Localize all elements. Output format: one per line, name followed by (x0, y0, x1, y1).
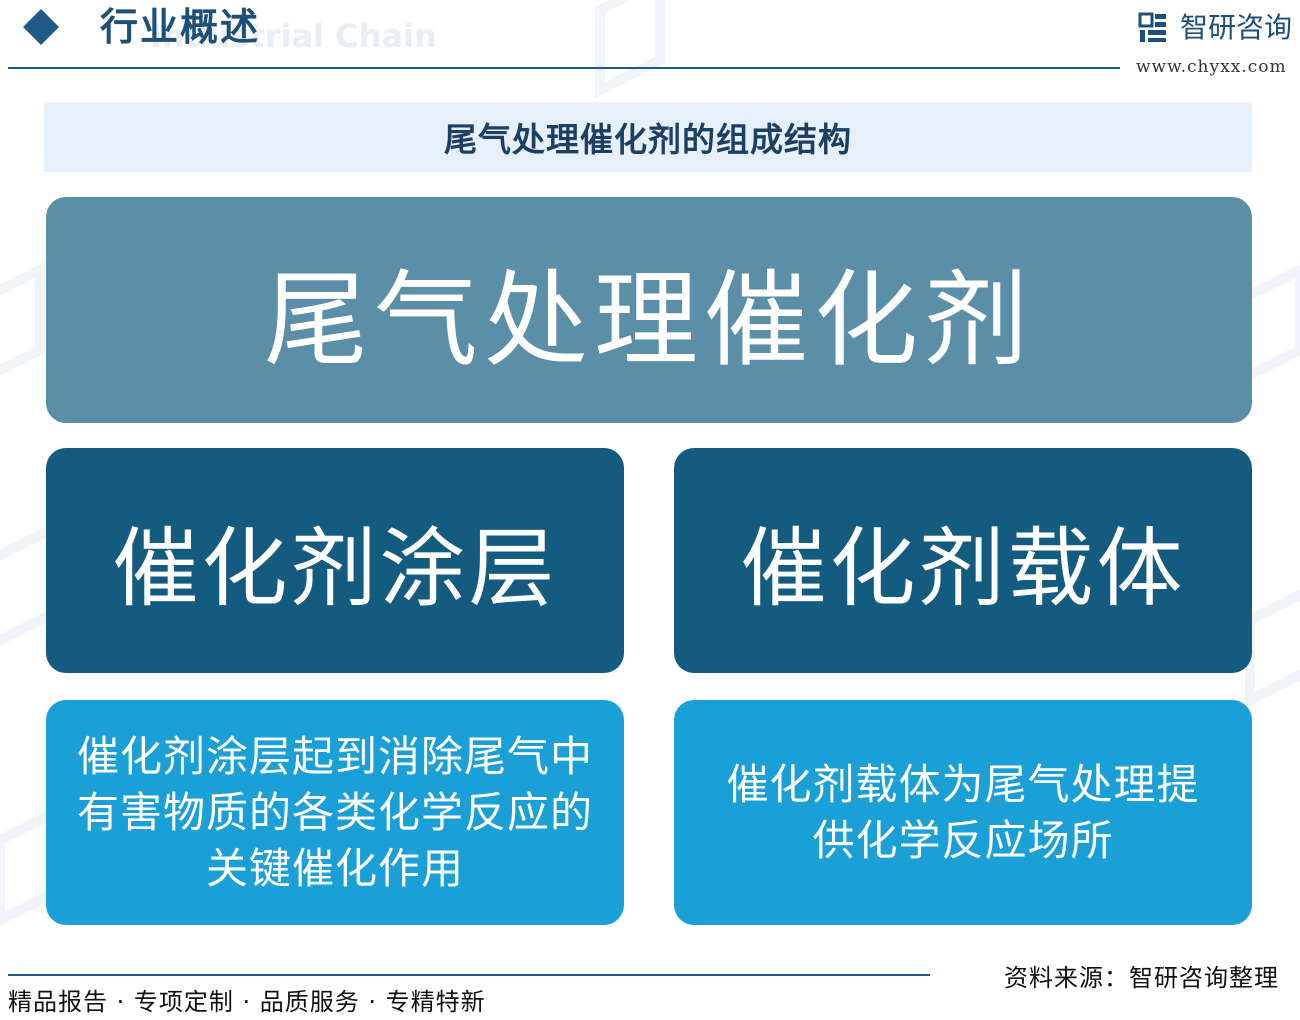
component-node-label: 催化剂载体 (740, 519, 1186, 619)
brand-name: 智研咨询 (1180, 11, 1293, 44)
component-node-label: 催化剂涂层 (112, 519, 558, 619)
diagram-title: 尾气处理催化剂的组成结构 (444, 120, 852, 159)
root-node: 尾气处理催化剂 (46, 197, 1252, 423)
page-header: Industrial Chain 行业概述 智研咨询 www.chyxx.com (0, 0, 1300, 90)
footer-source: 资料来源：智研咨询整理 (1004, 964, 1279, 992)
brand-url: www.chyxx.com (1136, 57, 1287, 77)
footer-slogan: 精品报告 · 专项定制 · 品质服务 · 专精特新 (8, 988, 486, 1016)
component-node-coating: 催化剂涂层 (46, 448, 624, 673)
description-node-carrier: 催化剂载体为尾气处理提供化学反应场所 (674, 700, 1252, 925)
footer-divider (8, 974, 930, 976)
brand-logo-icon (1138, 12, 1166, 42)
diamond-icon (23, 9, 59, 45)
component-node-carrier: 催化剂载体 (674, 448, 1252, 673)
root-node-label: 尾气处理催化剂 (263, 258, 1034, 381)
description-text: 催化剂载体为尾气处理提供化学反应场所 (726, 759, 1200, 865)
header-title: 行业概述 (100, 5, 261, 49)
description-text: 催化剂涂层起到消除尾气中有害物质的各类化学反应的关键催化作用 (76, 731, 593, 893)
description-node-coating: 催化剂涂层起到消除尾气中有害物质的各类化学反应的关键催化作用 (46, 700, 624, 925)
header-divider (8, 67, 1120, 69)
diagram-title-band: 尾气处理催化剂的组成结构 (44, 102, 1252, 172)
